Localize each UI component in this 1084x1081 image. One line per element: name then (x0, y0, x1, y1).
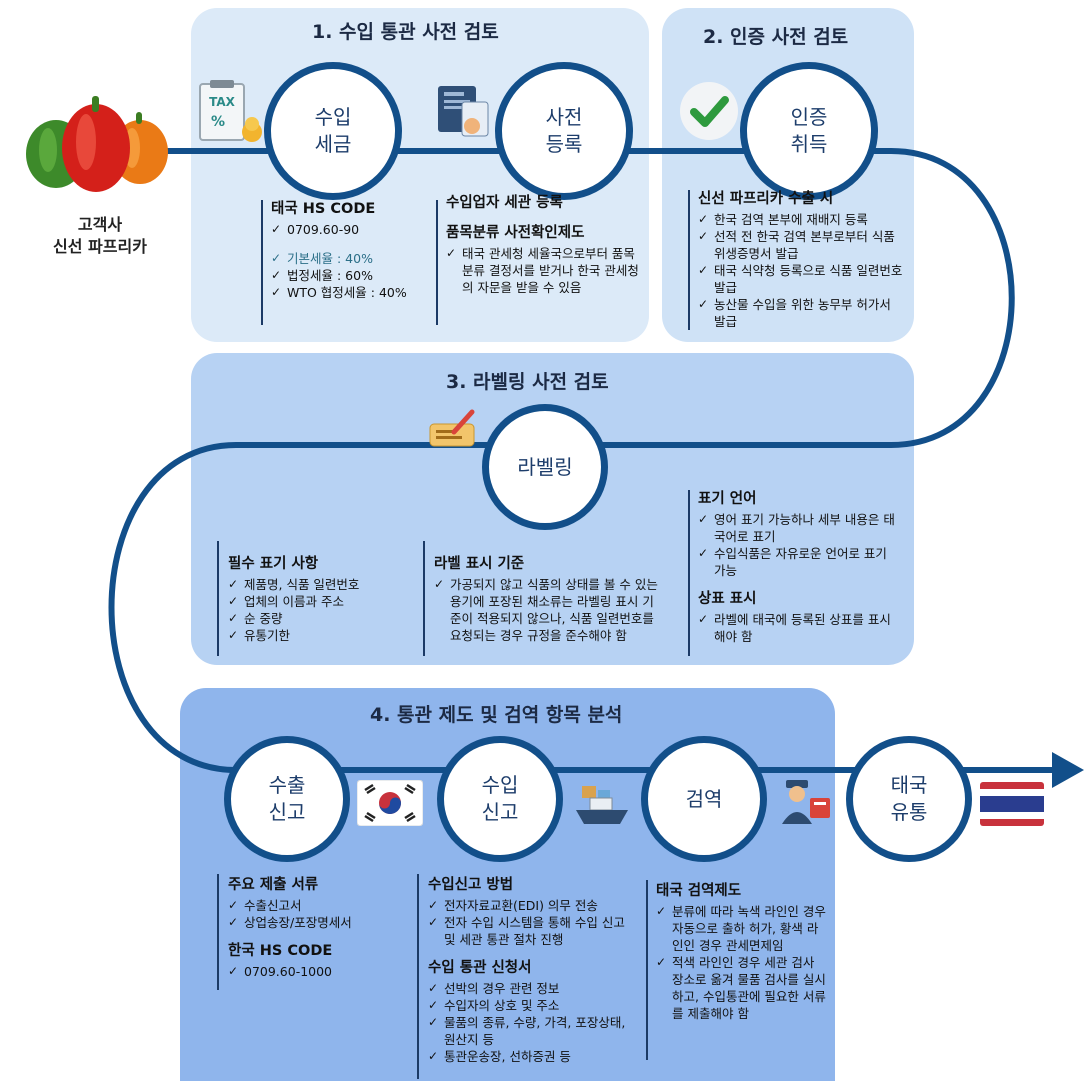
list-item: 태국 관세청 세율국으로부터 품목분류 결정서를 받거나 한국 관세청의 자문을… (446, 245, 642, 296)
step-import-tax[interactable]: 수입 세금 (264, 62, 402, 200)
customer-label: 고객사 신선 파프리카 (53, 215, 147, 256)
tax-document-icon: TAX % (199, 80, 262, 142)
customs-inspector-icon (782, 780, 830, 824)
list-item: 한국 검역 본부에 재배지 등록 (698, 211, 904, 228)
panel-title-2: 2. 인증 사전 검토 (703, 26, 849, 48)
list-item: 농산물 수입을 위한 농무부 허가서 발급 (698, 296, 904, 330)
thailand-flag-icon (980, 782, 1044, 826)
block-thai-quarantine: 태국 검역제도 분류에 따라 녹색 라인인 경우 자동으로 출하 허가, 황색 … (656, 882, 828, 1022)
label-pen-icon (429, 409, 475, 447)
list-item: 상업송장/포장명세서 (228, 914, 414, 931)
separator (417, 874, 419, 1079)
block-customs-register: 수입업자 세관 등록 품목분류 사전확인제도 태국 관세청 세율국으로부터 품목… (446, 194, 642, 296)
separator (217, 874, 219, 990)
block-heading: 표기 언어 (698, 491, 757, 507)
list-item: 라벨에 태국에 등록된 상표를 표시해야 함 (698, 611, 902, 645)
separator (436, 200, 438, 325)
block-heading: 주요 제출 서류 (228, 877, 319, 893)
list-item: 수입자의 상호 및 주소 (428, 997, 640, 1014)
panel-title-3: 3. 라벨링 사전 검토 (446, 371, 609, 393)
list-item: 0709.60-90 (271, 221, 431, 238)
arrow-head-icon (1052, 752, 1084, 788)
block-heading: 수입 통관 신청서 (428, 960, 532, 976)
svg-text:%: % (211, 114, 225, 130)
block-thai-hs: 태국 HS CODE 0709.60-90 기본세율 : 40% 법정세율 : … (271, 200, 431, 301)
list-item: 물품의 종류, 수량, 가격, 포장상태, 원산지 등 (428, 1014, 640, 1048)
step-quarantine[interactable]: 검역 (641, 736, 767, 862)
block-heading: 상표 표시 (698, 591, 757, 607)
list-item: 업체의 이름과 주소 (228, 593, 418, 610)
list-item: 수출신고서 (228, 897, 414, 914)
block-heading: 신선 파프리카 수출 시 (698, 191, 834, 207)
block-heading: 태국 검역제도 (656, 883, 742, 899)
block-heading: 수입업자 세관 등록 (446, 195, 563, 211)
svg-text:TAX: TAX (209, 95, 236, 109)
block-label-standard: 라벨 표시 기준 가공되지 않고 식품의 상태를 볼 수 있는 용기에 포장된 … (434, 555, 660, 644)
list-item: 분류에 따라 녹색 라인인 경우 자동으로 출하 허가, 황색 라인인 경우 관… (656, 903, 828, 954)
separator (423, 541, 425, 656)
list-item: 선박의 경우 관련 정보 (428, 980, 640, 997)
list-item: 영어 표기 가능하나 세부 내용은 태국어로 표기 (698, 511, 902, 545)
separator (646, 880, 648, 1060)
block-import-method: 수입신고 방법 전자자료교환(EDI) 의무 전송 전자 수입 시스템을 통해 … (428, 876, 640, 1065)
list-item: 제품명, 식품 일련번호 (228, 576, 418, 593)
step-pre-register[interactable]: 사전 등록 (495, 62, 633, 200)
step-certification[interactable]: 인증 취득 (740, 62, 878, 200)
block-label-language: 표기 언어 영어 표기 가능하나 세부 내용은 태국어로 표기 수입식품은 자유… (698, 490, 902, 645)
bell-pepper-icon (26, 96, 168, 192)
list-item: 전자 수입 시스템을 통해 수입 신고 및 세관 통관 절차 진행 (428, 914, 640, 948)
separator (217, 541, 219, 656)
block-heading: 수입신고 방법 (428, 877, 514, 893)
list-item: 순 중량 (228, 610, 418, 627)
list-item: 0709.60-1000 (228, 963, 414, 980)
panel-title-4: 4. 통관 제도 및 검역 항목 분석 (370, 704, 623, 726)
block-required-label: 필수 표기 사항 제품명, 식품 일련번호 업체의 이름과 주소 순 중량 유통… (228, 555, 418, 644)
document-register-icon (438, 86, 489, 137)
block-heading: 필수 표기 사항 (228, 556, 319, 572)
list-item: 유통기한 (228, 627, 418, 644)
block-certification: 신선 파프리카 수출 시 한국 검역 본부에 재배지 등록 선적 전 한국 검역… (698, 190, 904, 330)
cargo-ship-icon (576, 786, 628, 824)
list-item: 선적 전 한국 검역 본부로부터 식품위생증명서 발급 (698, 228, 904, 262)
block-heading: 라벨 표시 기준 (434, 556, 525, 572)
separator (261, 200, 263, 325)
korea-flag-icon (357, 780, 423, 826)
block-heading: 품목분류 사전확인제도 (446, 225, 585, 241)
list-item: 법정세율 : 60% (271, 267, 431, 284)
list-item: 적색 라인인 경우 세관 검사 장소로 옮겨 물품 검사를 실시하고, 수입통관… (656, 954, 828, 1022)
list-item: 기본세율 : 40% (271, 250, 431, 267)
checkmark-icon (680, 82, 738, 140)
list-item: 수입식품은 자유로운 언어로 표기 가능 (698, 545, 902, 579)
list-item: 전자자료교환(EDI) 의무 전송 (428, 897, 640, 914)
step-import-report[interactable]: 수입 신고 (437, 736, 563, 862)
step-thai-distribution[interactable]: 태국 유통 (846, 736, 972, 862)
block-heading: 태국 HS CODE (271, 201, 376, 217)
panel-title-1: 1. 수입 통관 사전 검토 (312, 21, 499, 43)
block-heading: 한국 HS CODE (228, 943, 333, 959)
step-labeling[interactable]: 라벨링 (482, 404, 608, 530)
step-export-report[interactable]: 수출 신고 (224, 736, 350, 862)
separator (688, 490, 690, 656)
block-export-docs: 주요 제출 서류 수출신고서 상업송장/포장명세서 한국 HS CODE 070… (228, 876, 414, 980)
list-item: 태국 식약청 등록으로 식품 일련번호 발급 (698, 262, 904, 296)
list-item: 통관운송장, 선하증권 등 (428, 1048, 640, 1065)
list-item: WTO 협정세율 : 40% (271, 284, 431, 301)
list-item: 가공되지 않고 식품의 상태를 볼 수 있는 용기에 포장된 채소류는 라벨링 … (434, 576, 660, 644)
separator (688, 190, 690, 330)
